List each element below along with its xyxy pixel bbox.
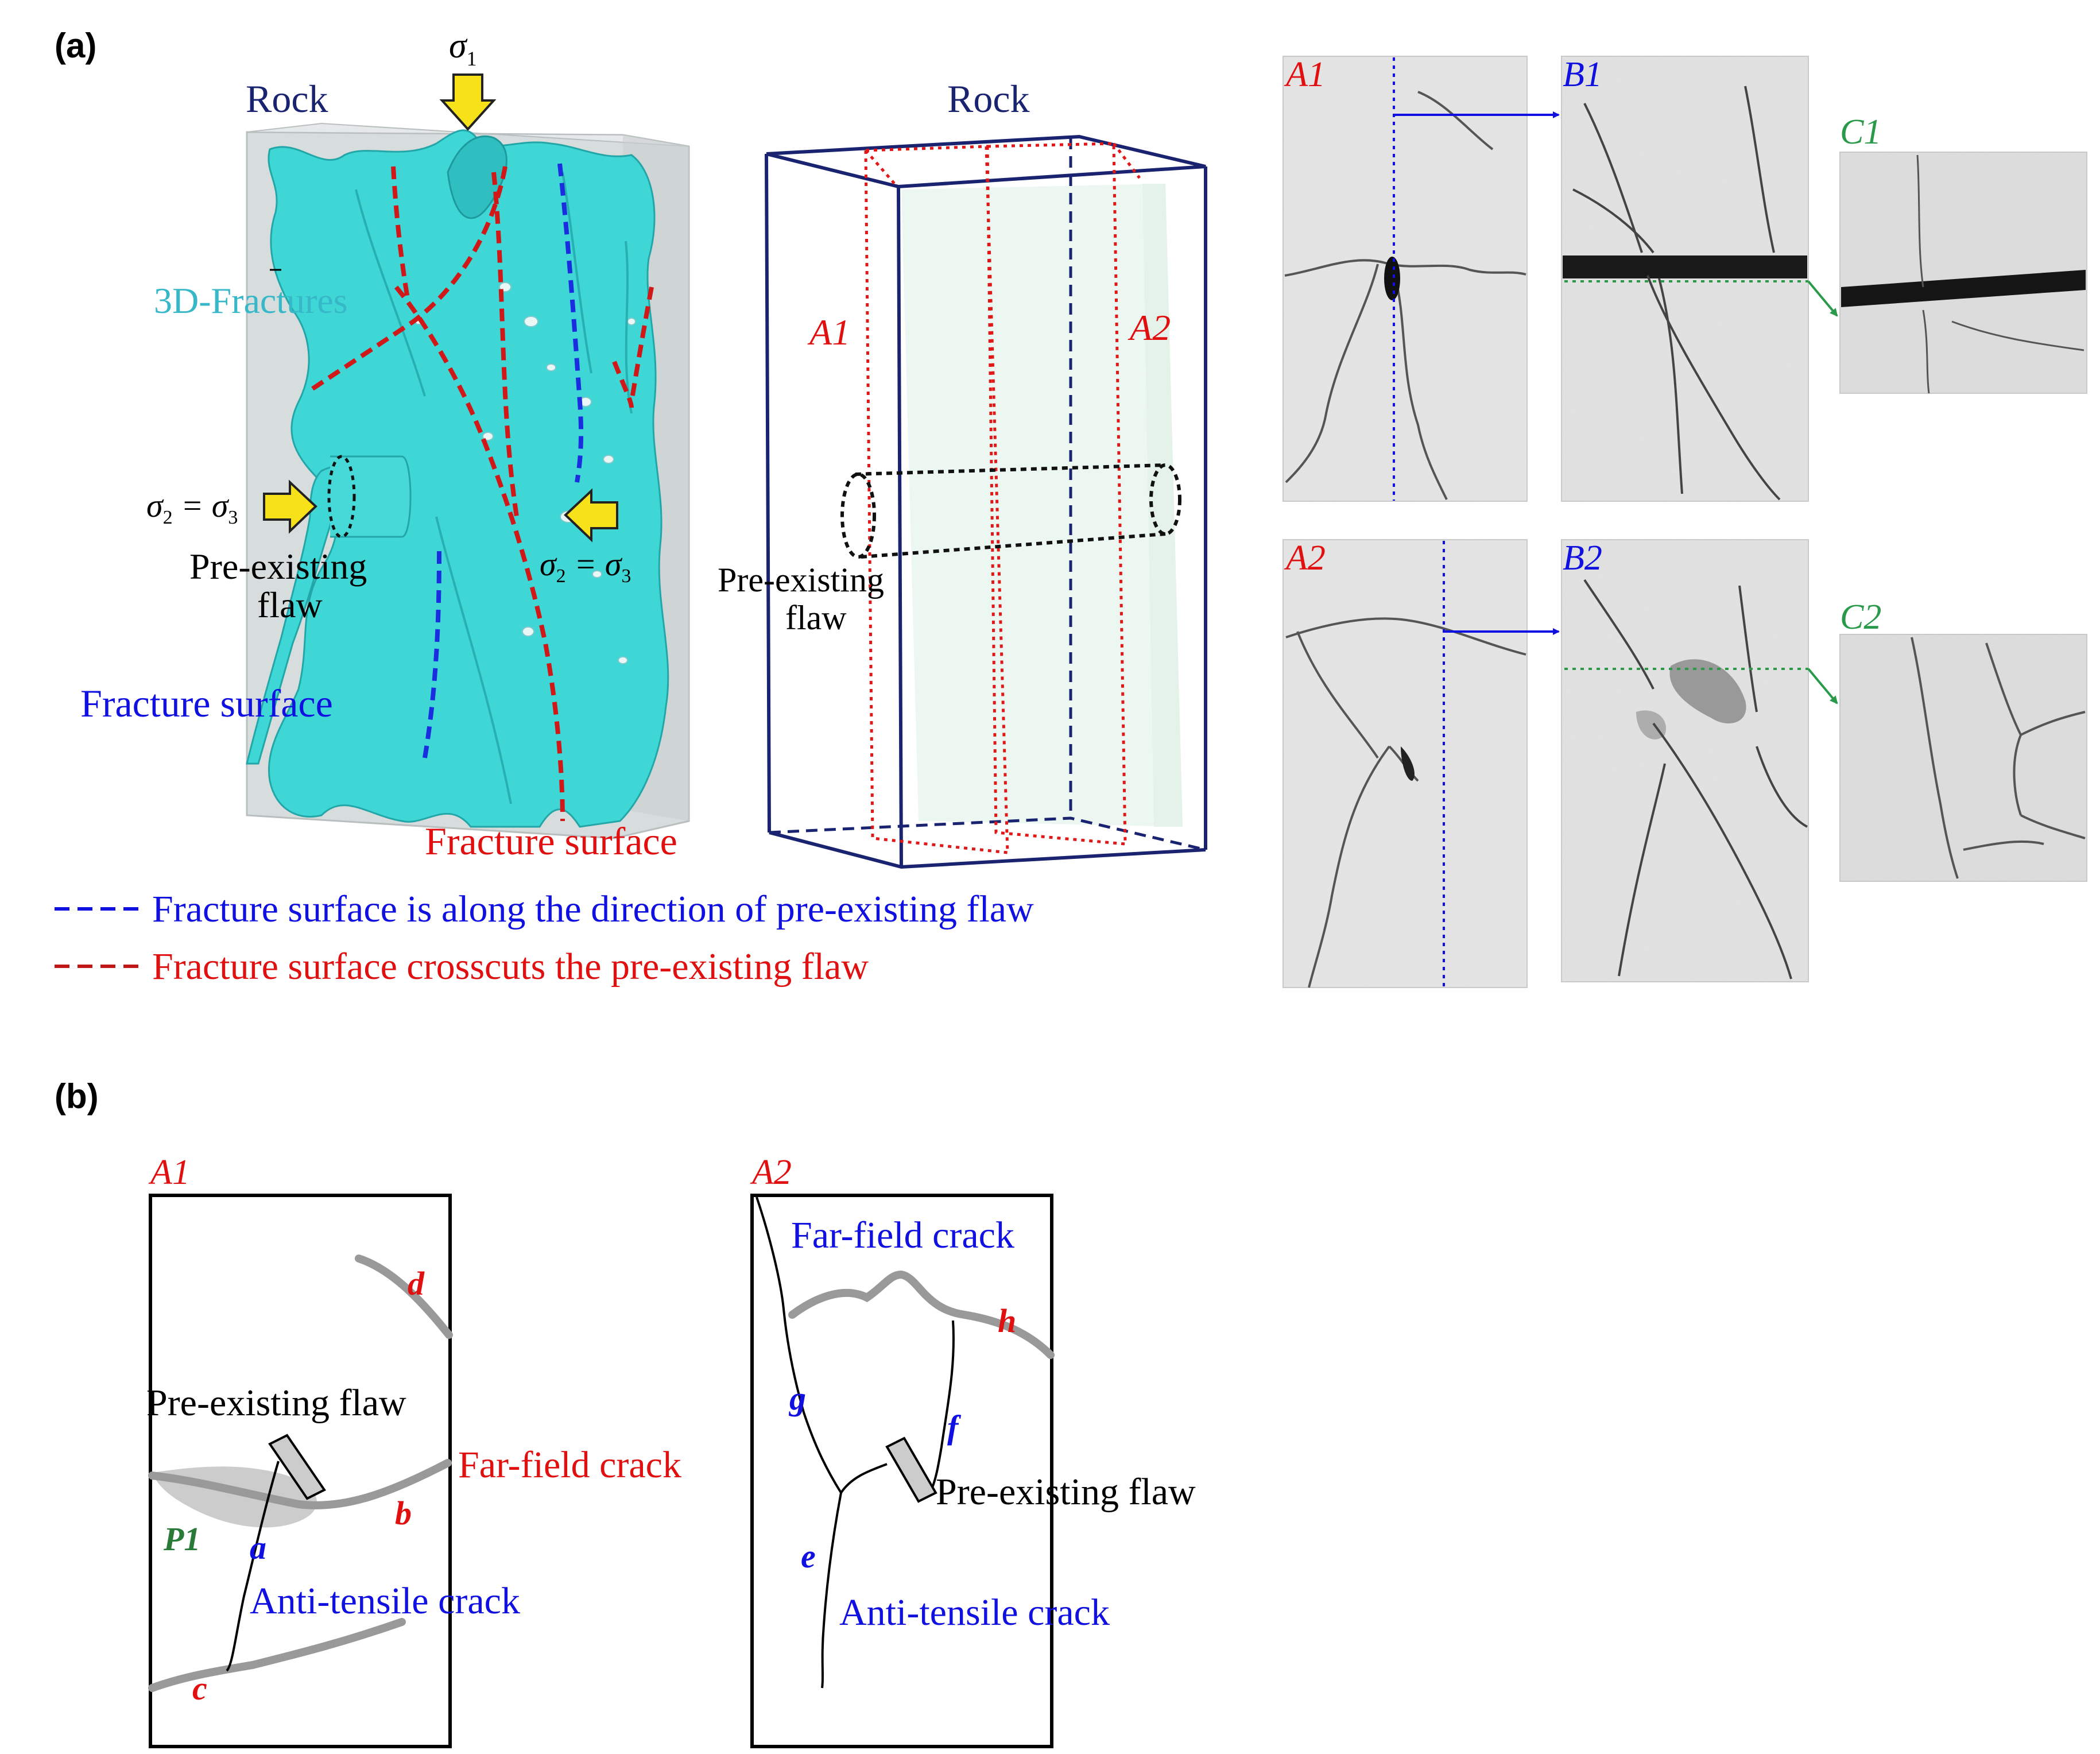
a1-far-field-cracks <box>148 1254 453 1692</box>
sigma23-left-label: σ2 = σ3 <box>146 487 238 528</box>
schematic-plane-fill <box>901 184 1183 827</box>
legend: Fracture surface is along the direction … <box>55 888 1034 988</box>
legend-blue-text: Fracture surface is along the direction … <box>152 888 1034 930</box>
model-blue-traces <box>423 163 584 758</box>
ct-label-b1: B1 <box>1563 55 1602 94</box>
sketch-a2-label: A2 <box>750 1153 792 1192</box>
sketch-a2-far-field-label: Far-field crack <box>791 1214 1014 1256</box>
a1-flaw <box>268 1434 326 1500</box>
schematic-edges <box>765 134 1207 869</box>
sketch-a1-anti-tensile-label: Anti-tensile crack <box>250 1580 520 1622</box>
model-flaw-label-2: flaw <box>257 584 323 625</box>
sigma23-left-arrow <box>263 479 317 534</box>
sigma1-arrow <box>439 73 497 131</box>
sketch-a1-far-field-label: Far-field crack <box>458 1444 681 1486</box>
schematic-flaw <box>840 463 1181 559</box>
model-rock-label: Rock <box>246 77 328 121</box>
sigma23-right-arrow <box>564 488 618 543</box>
legend-red-text: Fracture surface crosscuts the pre-exist… <box>152 946 869 988</box>
schematic-plane-a1-label: A1 <box>807 312 850 353</box>
sketch-a1-p1-label: P1 <box>163 1520 200 1558</box>
schematic-rock-label: Rock <box>947 77 1030 121</box>
a2-thin-cracks <box>755 1197 955 1689</box>
ct-slice-a2 <box>1283 539 1560 988</box>
ct-slice-a1 <box>1283 56 1560 502</box>
fracture-surface-red-label: Fracture surface <box>425 819 677 863</box>
sigma1-label: σ1 <box>449 26 477 70</box>
sketch-a2 <box>750 1194 1055 1748</box>
schematic-section-planes <box>864 142 1141 854</box>
fracture-surface-blue-label: Fracture surface <box>80 682 333 725</box>
schematic-flaw-label-1: Pre-existing <box>718 561 884 599</box>
schematic-flaw-label-2: flaw <box>785 599 847 637</box>
crack-letter-g: g <box>788 1380 806 1417</box>
a2-far-field-crack <box>788 1270 1055 1359</box>
model-red-traces <box>308 166 654 822</box>
model-flaw <box>327 455 412 539</box>
model-flaw-label-1: Pre-existing <box>189 546 367 587</box>
schematic-plane-fill-2 <box>1142 184 1183 827</box>
sigma23-right-label: σ2 = σ3 <box>540 545 631 587</box>
schematic-plane-a2-label: A2 <box>1128 307 1171 348</box>
schematic-hidden-edges <box>769 138 1206 851</box>
a1-anti-tensile-crack <box>226 1461 280 1672</box>
fracture-3d-label: 3D-Fractures <box>154 280 348 321</box>
fracture-surface-main <box>268 129 669 828</box>
sketch-a1 <box>148 1194 453 1748</box>
fracture-model <box>246 122 690 839</box>
crack-letter-b: b <box>395 1494 412 1532</box>
panel-a-tag: (a) <box>55 26 96 65</box>
crack-letter-e: e <box>801 1538 816 1575</box>
ct-label-c1: C1 <box>1840 113 1881 152</box>
sketch-a2-anti-tensile-label: Anti-tensile crack <box>839 1592 1110 1633</box>
a2-flaw <box>885 1437 937 1503</box>
crack-letter-d: d <box>408 1265 425 1302</box>
sketch-a1-flaw-label: Pre-existing flaw <box>146 1382 406 1424</box>
ct-label-a1: A1 <box>1284 55 1326 94</box>
crack-letter-c: c <box>192 1670 207 1707</box>
ct-slices <box>1283 56 2087 988</box>
sketch-a1-label: A1 <box>148 1153 190 1192</box>
ct-label-a2: A2 <box>1284 539 1326 578</box>
sketch-a2-flaw-label: Pre-existing flaw <box>936 1471 1196 1513</box>
ct-slice-b2 <box>1561 539 1838 982</box>
ct-slice-c1 <box>1839 152 2087 394</box>
ct-slice-b1 <box>1561 56 1838 502</box>
ct-label-b2: B2 <box>1563 539 1602 578</box>
ct-label-c2: C2 <box>1840 598 1881 637</box>
panel-b-tag: (b) <box>55 1077 99 1116</box>
ct-slice-c2 <box>1839 634 2087 882</box>
crack-letter-a: a <box>250 1529 266 1566</box>
crack-letter-h: h <box>998 1302 1016 1339</box>
schematic-block <box>765 134 1207 869</box>
fracture-ridges <box>355 172 633 804</box>
